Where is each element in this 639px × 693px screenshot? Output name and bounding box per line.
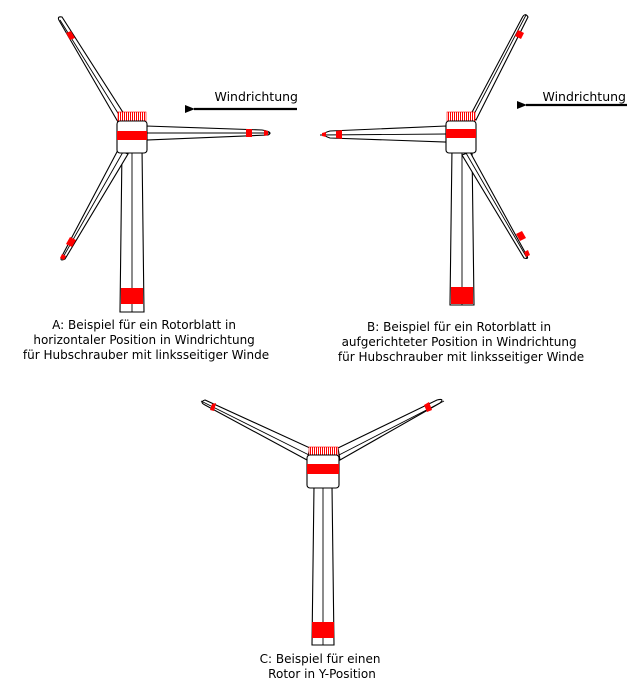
caption-b: B: Beispiel für ein Rotorblatt in aufger… [338, 320, 584, 364]
caption-b-line-3: für Hubschrauber mit linksseitiger Winde [338, 350, 584, 364]
tower-c [311, 485, 335, 646]
wind-label-b: Windrichtung [542, 89, 626, 104]
blade-b-upper [469, 14, 529, 121]
nacelle-c [306, 446, 340, 489]
nacelle-b [445, 111, 477, 154]
turbine-b: Windrichtung [319, 14, 627, 306]
turbine-a: Windrichtung [57, 16, 298, 313]
blade-a-upper [57, 16, 125, 123]
blade-c-right [337, 398, 445, 461]
blade-b-lower [461, 151, 530, 260]
caption-a-line-1: A: Beispiel für ein Rotorblatt in [52, 318, 236, 332]
tower-marking-a [121, 288, 143, 304]
blade-a-horizontal [145, 125, 271, 141]
caption-a-line-2: horizontaler Position in Windrichtung [33, 333, 254, 347]
blade-c-left [200, 399, 311, 461]
blade-a-lower [60, 149, 129, 261]
tower-marking-c [312, 622, 334, 638]
caption-a-line-3: für Hubschrauber mit linksseitiger Winde [23, 348, 269, 362]
wind-label-a: Windrichtung [214, 89, 298, 104]
caption-c-line-1: C: Beispiel für einen [260, 652, 381, 666]
blade-b-horizontal [319, 125, 447, 143]
tower-a [119, 147, 145, 313]
caption-b-line-1: B: Beispiel für ein Rotorblatt in [367, 320, 551, 334]
caption-a: A: Beispiel für ein Rotorblatt in horizo… [23, 318, 269, 362]
caption-c: C: Beispiel für einen Rotor in Y-Positio… [260, 652, 385, 681]
turbine-c [200, 398, 445, 646]
caption-c-line-2: Rotor in Y-Position [268, 667, 376, 681]
tower-marking-b [451, 287, 473, 304]
nacelle-a [116, 111, 148, 154]
tower-b [449, 147, 475, 306]
caption-b-line-2: aufgerichteter Position in Windrichtung [342, 335, 577, 349]
